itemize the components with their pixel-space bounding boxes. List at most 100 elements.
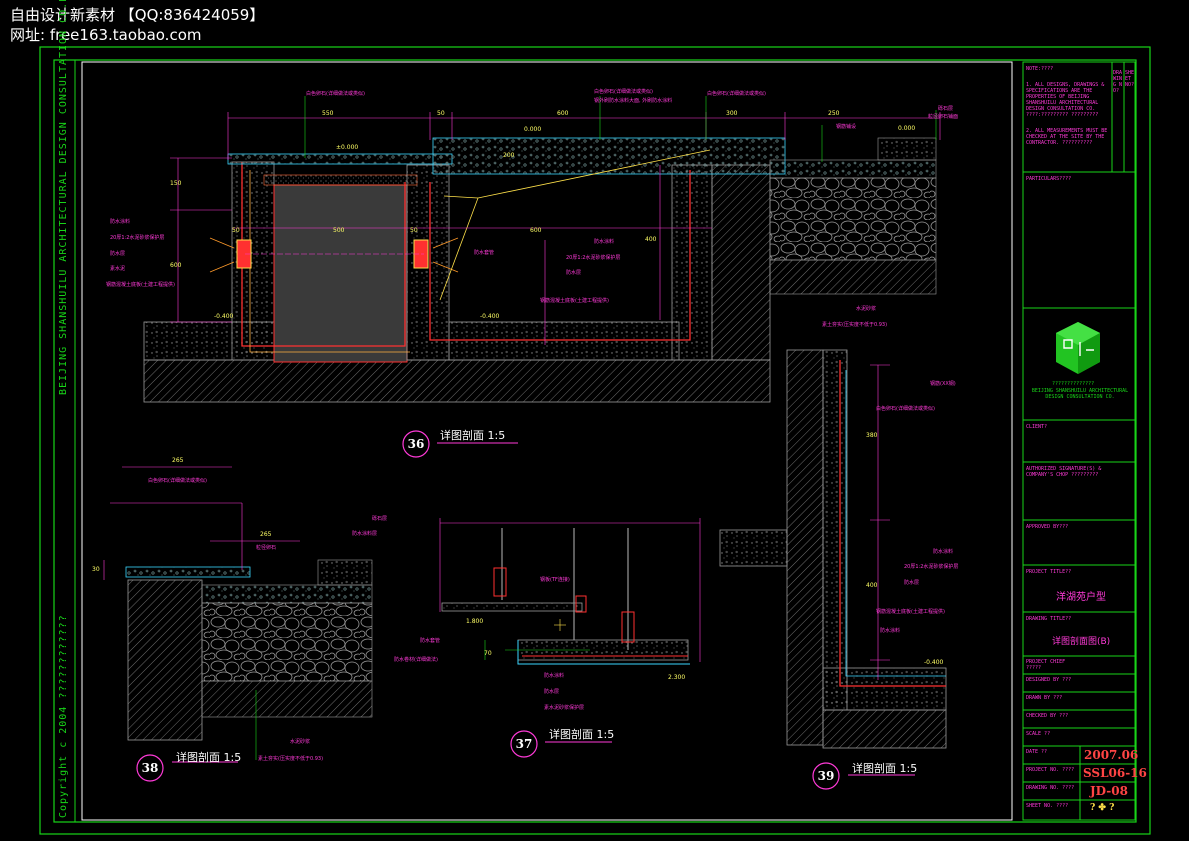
level-36-0: ±0.000 [336,144,359,151]
dim-36-top-4: 250 [828,110,840,117]
label-36-left-1: 20厚1:2水泥砂浆保护层 [110,235,165,241]
dim-39-vert-0: 380 [866,432,878,439]
tb-drawing-title-label: DRAWING TITLE?? [1026,616,1072,622]
border-copyright-text: Copyright c 2004 ???????????? [58,614,69,818]
label-36-bottom-right1: 水泥砂浆 [856,306,877,312]
section-37 [439,518,701,665]
label-36-top-mid: 白色卵石(详细做法或类似) [594,89,653,95]
dim-37-level-left: 1.800 [466,618,484,625]
inner-frame [53,59,1137,823]
tb-drawing-no: JD-08 [1090,784,1128,798]
label-36-mid-0: 防水涂料 [594,239,615,245]
tb-date-label: DATE ?? [1026,749,1048,755]
label-37-a: 钢板(TF连接) [540,577,570,583]
dim-36-top-0: 550 [322,110,334,117]
tb-note-head: NOTE:???? [1026,66,1054,72]
tb-sheet-no: ? ✤ ? [1090,803,1115,813]
tb-sheet-no-label: SHEET NO. ???? [1026,803,1069,809]
label-38-mid: 粒径卵石 [256,545,277,551]
section-37-number: 37 [515,737,533,751]
label-39-stack-2: 防水层 [904,580,920,586]
tb-authorized: AUTHORIZED SIGNATURE(S) & COMPANY'S CHOP… [1026,466,1105,478]
label-36-left-0: 防水涂料 [110,219,131,225]
label-38-right1: 砾石层 [372,516,388,522]
dim-36-top-1: 50 [437,110,445,117]
watermark-line1: 自由设计新素材 【QQ:836424059】 [10,6,265,24]
outer-frame [39,46,1151,835]
tb-note1: 1. ALL DESIGNS, DRAWINGS & SPECIFICATION… [1026,82,1108,118]
tb-date: 2007.06 [1084,748,1139,762]
watermark-line2: 网址: free163.taobao.com [10,26,202,44]
dim-37-vert: 70 [484,650,492,657]
dim-36-vert-1: 200 [503,152,515,159]
dim-36-mid-2: 50 [410,227,418,234]
label-39-stack-3: 钢筋混凝土底板(土建工程提供) [876,609,945,615]
tb-project-title-label: PROJECT TITLE?? [1026,569,1072,575]
tb-drawn-by: DRAWN BY ??? [1026,695,1063,701]
section-38-title: 详图剖面 1:5 [176,751,242,764]
tb-project-chief: PROJECT CHIEF ????? [1026,659,1069,671]
tb-checked-by: CHECKED BY ??? [1026,713,1069,719]
label-39-stack-0: 防水涂料 [933,549,954,555]
label-38-bottom2: 素土夯实(压实度不低于0.93) [258,756,324,762]
tb-company-cn: ?????????????? [1052,381,1095,387]
dim-36-vert-0: 150 [170,180,182,187]
section-38 [103,466,373,760]
label-36-left-4: 钢筋混凝土底板(土建工程提供) [106,282,175,288]
label-37-e: 防水层 [544,689,560,695]
section-39-number: 39 [817,769,835,783]
tb-scale: SCALE ?? [1026,731,1051,737]
drawing-area-frame [81,61,1013,821]
label-38-bottom1: 水泥砂浆 [290,739,311,745]
tb-approved: APPROVED BY??? [1026,524,1069,530]
label-39-side: 防水涂料 [880,628,901,634]
dim-37-level-right: 2.300 [668,674,686,681]
tb-drawing-title: 详图剖面图(B) [1052,637,1111,647]
label-37-c: 防水卷材(详细做法) [394,657,438,663]
label-37-b: 防水套管 [420,638,441,644]
label-37-d: 防水涂料 [544,673,565,679]
dim-36-mid-3: 600 [530,227,542,234]
tb-client: CLIENT? [1026,424,1048,430]
tb-particulars: PARTICULARS???? [1026,176,1072,182]
section-36-number: 36 [407,437,425,451]
label-36-left-3: 素水泥 [110,266,126,272]
tb-project-no: SSL06-16 [1083,766,1147,780]
section-37-title: 详图剖面 1:5 [549,728,615,741]
label-36-right-b: 粒径卵石铺面 [928,114,959,120]
label-39-a: 钢筋(XX钢) [930,381,956,387]
company-logo [1056,322,1100,374]
border-company-text: BEIJING SHANSHUILU ARCHITECTURAL DESIGN … [58,0,69,395]
tb-drawing-no-label: DRAWING NO. ???? [1026,785,1075,791]
dim-36-top-2: 600 [557,110,569,117]
label-36-left-2: 防水层 [110,251,126,257]
tb-company-en: BEIJING SHANSHUILU ARCHITECTURAL DESIGN … [1031,388,1132,400]
level-36-1: 0.000 [524,126,542,133]
label-36-mid-1: 20厚1:2水泥砂浆保护层 [566,255,621,261]
tb-project-no-label: PROJECT NO. ???? [1026,767,1075,773]
label-36-top-right: 白色卵石(详细做法或类似) [707,91,766,97]
label-36-right-c: 钢筋铺设 [836,124,857,130]
label-36-top-left: 白色卵石(详细做法或类似) [306,91,365,97]
dim-36-vert-3: 400 [645,236,657,243]
dim-36-vert-2: 600 [170,262,182,269]
dim-36-mid-1: 500 [333,227,345,234]
tb-project-title: 洋湖苑户型 [1056,592,1106,603]
label-36-bottom-right2: 素土夯实(压实度不低于0.93) [822,322,888,328]
level-36-4: 0.000 [898,125,916,132]
label-39-stack-1: 20厚1:2水泥砂浆保护层 [904,564,959,570]
level-36-3: -0.400 [480,313,500,320]
tb-designed-by: DESIGNED BY ??? [1026,677,1072,683]
level-36-2: -0.400 [214,313,234,320]
tb-side-col-0: DRAWING NO? [1113,70,1123,94]
section-36-title: 详图剖面 1:5 [440,429,506,442]
tb-side-col-1: SHEET NO? [1125,70,1135,88]
section-39-title: 详图剖面 1:5 [852,762,918,775]
dim-39-vert-1: 400 [866,582,878,589]
label-36-right-a: 砾石层 [938,106,954,112]
dim-36-top-3: 300 [726,110,738,117]
label-38-right2: 防水涂料层 [352,531,378,537]
tb-note2: 2. ALL MEASUREMENTS MUST BE CHECKED AT T… [1026,128,1111,146]
dim-38-top: 265 [172,457,184,464]
